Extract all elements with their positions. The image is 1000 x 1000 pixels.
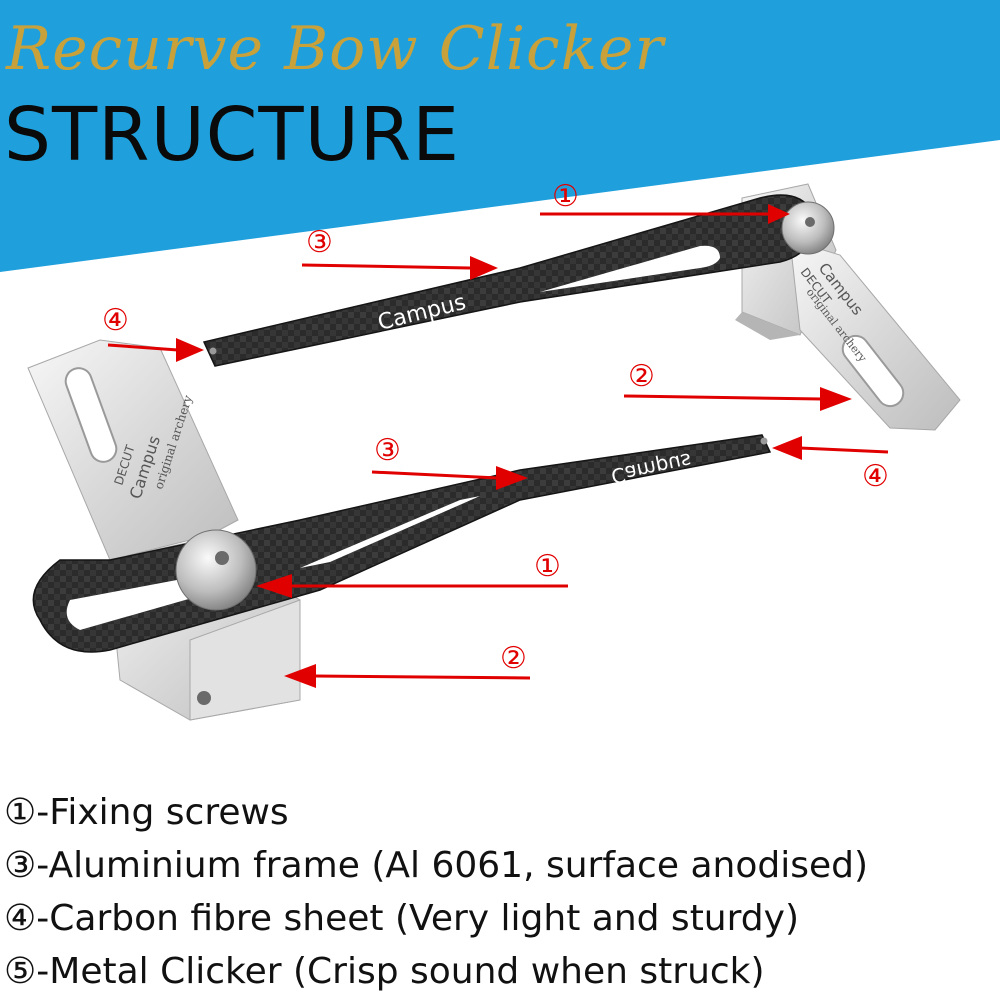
callout-arrow xyxy=(768,204,790,224)
top-clicker: DECUT Campus original archery Campus xyxy=(202,183,961,431)
bottom-aluminium-frame: DECUT Campus original archery xyxy=(27,339,301,721)
callout-label: ③ xyxy=(306,225,333,260)
callout-arrow xyxy=(256,574,292,598)
callout-line xyxy=(301,263,471,270)
top-carbon-sheet: Campus xyxy=(202,194,814,367)
callout-label: ① xyxy=(552,179,579,214)
bottom-screw xyxy=(175,529,257,611)
callout-arrow xyxy=(496,466,528,490)
bottom-frame-hole xyxy=(197,691,211,705)
legend-item-fixing-screws: ①-Fixing screws xyxy=(4,792,289,833)
callout-label: ④ xyxy=(862,459,889,494)
title-main: STRUCTURE xyxy=(4,92,460,178)
banner-shape xyxy=(0,0,1000,272)
callout-label: ③ xyxy=(374,433,401,468)
legend-item-aluminium-frame: ③-Aluminium frame (Al 6061, surface anod… xyxy=(4,845,868,886)
legend-item-carbon-fibre-sheet: ④-Carbon fibre sheet (Very light and stu… xyxy=(4,898,799,939)
callout-label: ④ xyxy=(102,303,129,338)
callout-label: ② xyxy=(500,641,527,676)
callout-arrow xyxy=(284,664,316,688)
callout-line xyxy=(623,394,823,401)
callout-line xyxy=(799,446,889,454)
callout-label: ② xyxy=(628,359,655,394)
bottom-clicker-tip xyxy=(760,437,768,445)
legend-item-metal-clicker: ⑤-Metal Clicker (Crisp sound when struck… xyxy=(4,951,765,992)
title-script: Recurve Bow Clicker xyxy=(6,14,665,84)
callout-line xyxy=(313,674,531,680)
top-screw xyxy=(781,201,835,255)
callouts: ① ③ ④ ② ③ ④ ① xyxy=(102,179,889,688)
callout-line xyxy=(107,343,179,352)
callout-arrow xyxy=(176,338,204,362)
top-clicker-tip xyxy=(209,347,217,355)
callout-arrow xyxy=(470,256,498,280)
callout-arrow xyxy=(772,436,802,460)
callout-label: ① xyxy=(534,549,561,584)
legend: ①-Fixing screws ③-Aluminium frame (Al 60… xyxy=(4,786,994,998)
callout-arrow xyxy=(820,387,852,411)
callout-line xyxy=(371,470,499,480)
top-aluminium-frame: DECUT Campus original archery xyxy=(735,183,961,431)
bottom-clicker: DECUT Campus original archery Campus xyxy=(27,339,772,721)
